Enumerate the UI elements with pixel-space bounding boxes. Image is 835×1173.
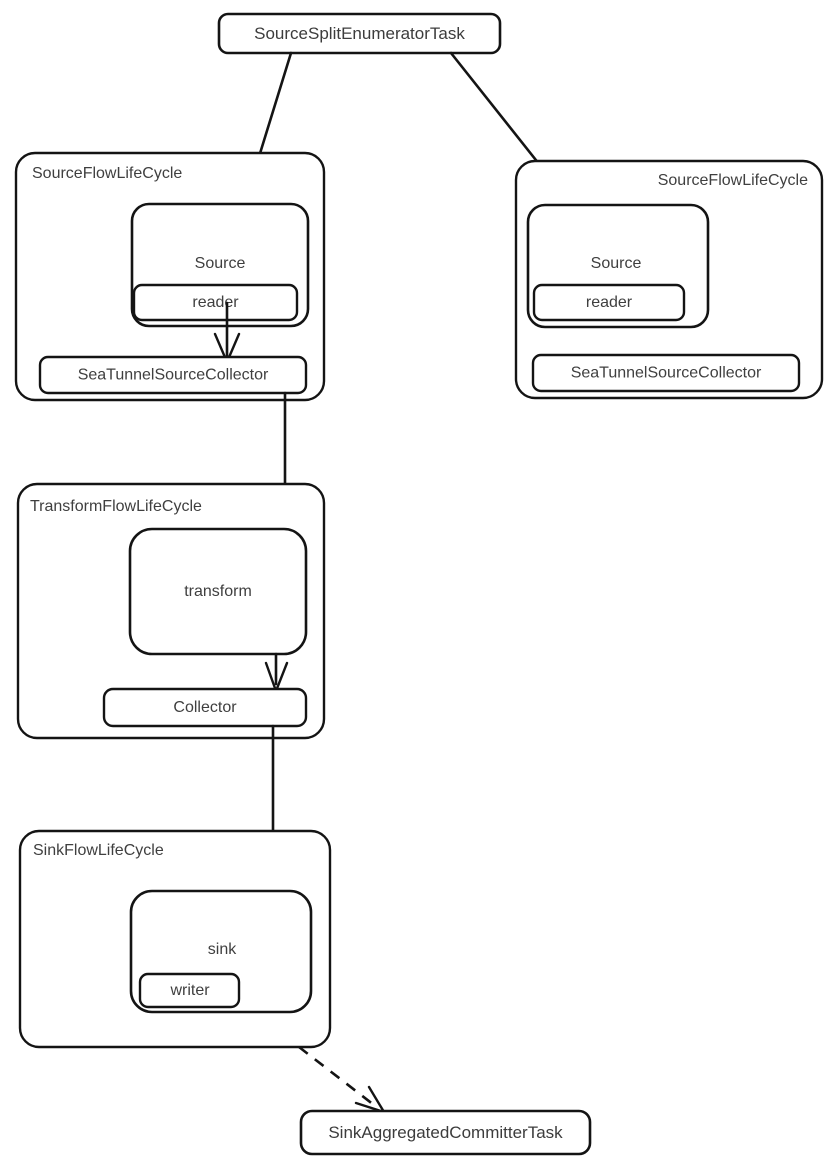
- node-source-split-enumerator-task-label: SourceSplitEnumeratorTask: [254, 24, 465, 43]
- node-transform-label: transform: [184, 583, 252, 600]
- group-transform-flow-lifecycle[interactable]: TransformFlowLifeCycle transform Collect…: [16, 482, 326, 740]
- node-seatunnel-source-collector-left[interactable]: SeaTunnelSourceCollector: [38, 355, 308, 395]
- node-writer-label: writer: [169, 982, 210, 999]
- node-reader-left[interactable]: reader: [132, 283, 299, 322]
- node-source-split-enumerator-task[interactable]: SourceSplitEnumeratorTask: [217, 12, 502, 55]
- node-source-left-label: Source: [195, 255, 246, 272]
- node-sink-aggregated-committer-task-rect[interactable]: [299, 1109, 592, 1156]
- node-collector-label: Collector: [173, 699, 237, 716]
- node-writer[interactable]: writer: [138, 972, 241, 1009]
- group-source-flow-lifecycle-right[interactable]: SourceFlowLifeCycle Source reader SeaTun…: [514, 159, 824, 400]
- node-seatunnel-source-collector-right-label: SeaTunnelSourceCollector: [571, 365, 762, 382]
- node-reader-right[interactable]: reader: [532, 283, 686, 322]
- group-sink-flow-lifecycle[interactable]: SinkFlowLifeCycle sink writer: [18, 829, 332, 1049]
- node-reader-right-label: reader: [586, 294, 633, 311]
- node-seatunnel-source-collector-left-label: SeaTunnelSourceCollector: [78, 367, 269, 384]
- node-seatunnel-source-collector-left-rect[interactable]: [38, 355, 308, 395]
- node-sink-label: sink: [208, 941, 237, 958]
- group-transform-flow-lifecycle-label: TransformFlowLifeCycle: [30, 498, 202, 515]
- node-sink-aggregated-committer-task-label: SinkAggregatedCommitterTask: [328, 1123, 563, 1142]
- group-source-flow-lifecycle-right-label: SourceFlowLifeCycle: [658, 172, 808, 189]
- node-collector-rect[interactable]: [102, 687, 308, 728]
- node-reader-right-rect[interactable]: [532, 283, 686, 322]
- node-reader-left-label: reader: [192, 294, 239, 311]
- group-source-flow-lifecycle-left[interactable]: SourceFlowLifeCycle Source reader SeaTun…: [14, 151, 326, 402]
- node-source-split-enumerator-task-rect[interactable]: [217, 12, 502, 55]
- node-sink-aggregated-committer-task[interactable]: SinkAggregatedCommitterTask: [299, 1109, 592, 1156]
- node-transform[interactable]: transform: [128, 527, 308, 656]
- edge-sink-to-committer: [298, 1045, 386, 1114]
- edge-transform-to-collector: [264, 652, 289, 693]
- node-seatunnel-source-collector-right[interactable]: SeaTunnelSourceCollector: [531, 353, 801, 393]
- node-transform-rect[interactable]: [128, 527, 308, 656]
- node-seatunnel-source-collector-right-rect[interactable]: [531, 353, 801, 393]
- node-reader-left-rect[interactable]: [132, 283, 299, 322]
- node-source-right-label: Source: [591, 255, 642, 272]
- node-writer-rect[interactable]: [138, 972, 241, 1009]
- group-source-flow-lifecycle-left-label: SourceFlowLifeCycle: [32, 165, 182, 182]
- node-collector[interactable]: Collector: [102, 687, 308, 728]
- group-sink-flow-lifecycle-label: SinkFlowLifeCycle: [33, 842, 164, 859]
